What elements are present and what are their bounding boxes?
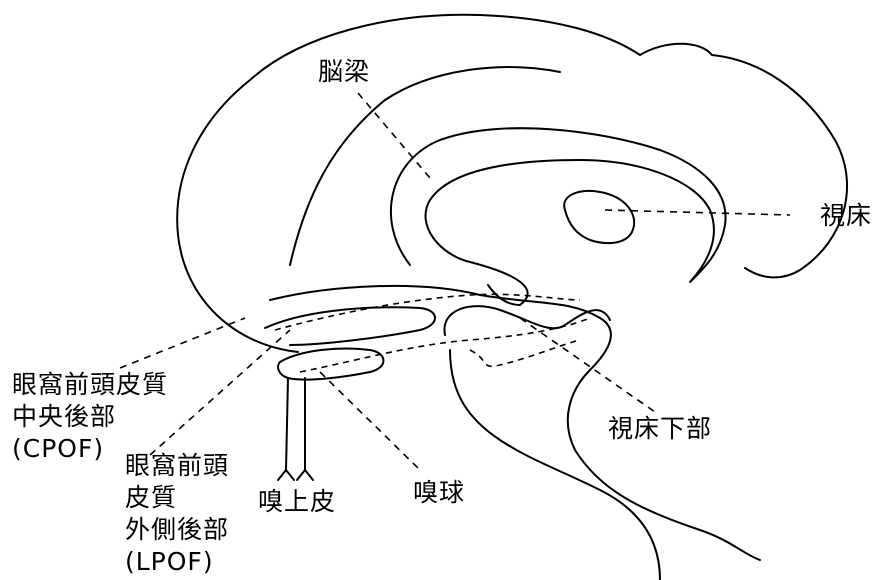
label-cpof-line3: (CPOF)	[12, 433, 104, 464]
label-thalamus: 視床	[820, 200, 872, 231]
label-cpof-line2: 中央後部	[12, 401, 116, 432]
corpus-callosum	[391, 128, 726, 305]
thalamus-shape	[564, 191, 634, 243]
label-lpof-line2: 皮質	[125, 482, 177, 513]
leader-corpus-callosum	[358, 93, 430, 178]
nerve-fork-left	[278, 470, 294, 480]
leader-lpof	[150, 330, 290, 455]
label-corpus-callosum: 脳梁	[318, 56, 370, 87]
label-olfactory-bulb: 嗅球	[413, 477, 465, 508]
label-lpof-line3: 外側後部	[125, 514, 229, 545]
hypothalamic-pathway	[470, 340, 580, 366]
brain-outline	[177, 15, 847, 352]
label-hypothalamus: 視床下部	[608, 413, 712, 444]
label-olfactory-epithelium: 嗅上皮	[258, 486, 336, 517]
label-cpof-line1: 眼窩前頭皮質	[12, 369, 168, 400]
brainstem	[450, 350, 660, 580]
leader-olfactory-bulb	[320, 372, 420, 470]
label-lpof-line1: 眼窩前頭	[125, 450, 229, 481]
nerve-fork-right	[297, 470, 313, 480]
olfactory-bulb-shape	[278, 349, 383, 380]
cortex-fold	[290, 67, 560, 265]
label-lpof-line4: (LPOF)	[125, 546, 214, 577]
leader-cpof	[120, 318, 245, 368]
olfactory-nerve-left	[286, 378, 288, 470]
